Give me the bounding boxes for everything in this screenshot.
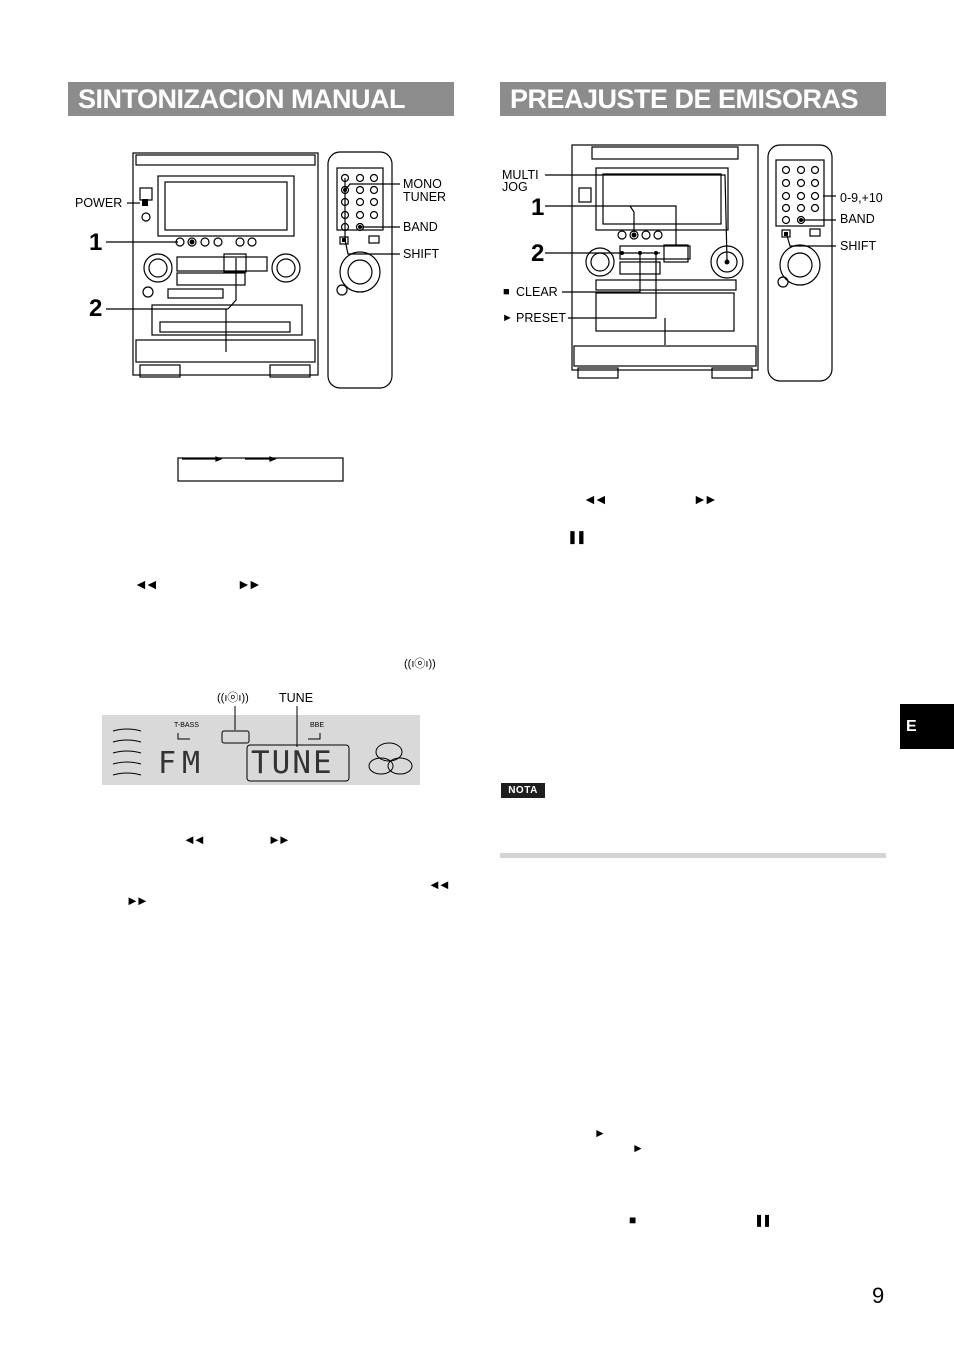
section-divider <box>500 853 886 858</box>
pause-icon: ❚❚ <box>567 529 587 544</box>
forward-icon: ►► <box>237 576 262 592</box>
label-preset: PRESET <box>516 311 567 325</box>
stop-icon-clear: ■ <box>503 286 510 298</box>
rewind-icon-2: ◄◄ <box>183 832 206 847</box>
play-icon-2: ► <box>632 1141 644 1155</box>
language-tab-e: E <box>900 704 954 749</box>
label-power: POWER <box>75 196 123 210</box>
stereo-indicator-icon: ((ıⓞı)) <box>404 658 436 670</box>
pause-icon-2: ❚❚ <box>754 1213 772 1227</box>
play-icon-1: ► <box>594 1126 606 1140</box>
rewind-icon-3: ◄◄ <box>428 877 451 892</box>
display-band-text: FM <box>158 746 207 781</box>
stop-icon: ■ <box>629 1213 637 1227</box>
forward-icon-3: ►► <box>126 893 149 908</box>
play-icon-preset: ► <box>502 312 513 324</box>
forward-icon-2: ►► <box>268 832 291 847</box>
label-shift-right: SHIFT <box>840 239 877 253</box>
display-bbe: BBE <box>310 722 325 729</box>
step-number-1-right: 1 <box>531 194 545 221</box>
page-number: 9 <box>872 1283 885 1308</box>
step-number-2-right: 2 <box>531 240 545 267</box>
display-tbass: T-BASS <box>174 722 199 729</box>
forward-icon-right: ►► <box>693 491 718 507</box>
label-mono: MONO <box>403 177 442 191</box>
display-tune-label: TUNE <box>279 691 314 705</box>
display-main-text: TUNE <box>251 745 334 781</box>
rewind-icon-right: ◄◄ <box>583 491 608 507</box>
label-band-right: BAND <box>840 212 875 226</box>
label-band-left: BAND <box>403 220 438 234</box>
label-numbers: 0-9,+10 <box>840 191 883 205</box>
step-number-2-left: 2 <box>89 295 103 322</box>
label-multi: MULTI <box>502 168 539 182</box>
step-number-1-left: 1 <box>89 229 103 256</box>
section-title-preajuste: PREAJUSTE DE EMISORAS <box>500 82 886 116</box>
section-title-sintonizacion: SINTONIZACION MANUAL <box>68 82 454 116</box>
label-jog: JOG <box>502 180 528 194</box>
note-badge: NOTA <box>501 783 545 798</box>
display-stereo-label: ((ıⓞı)) <box>217 692 249 704</box>
rewind-icon: ◄◄ <box>134 576 159 592</box>
label-clear: CLEAR <box>516 285 558 299</box>
label-tuner: TUNER <box>403 190 447 204</box>
label-shift-left: SHIFT <box>403 247 440 261</box>
